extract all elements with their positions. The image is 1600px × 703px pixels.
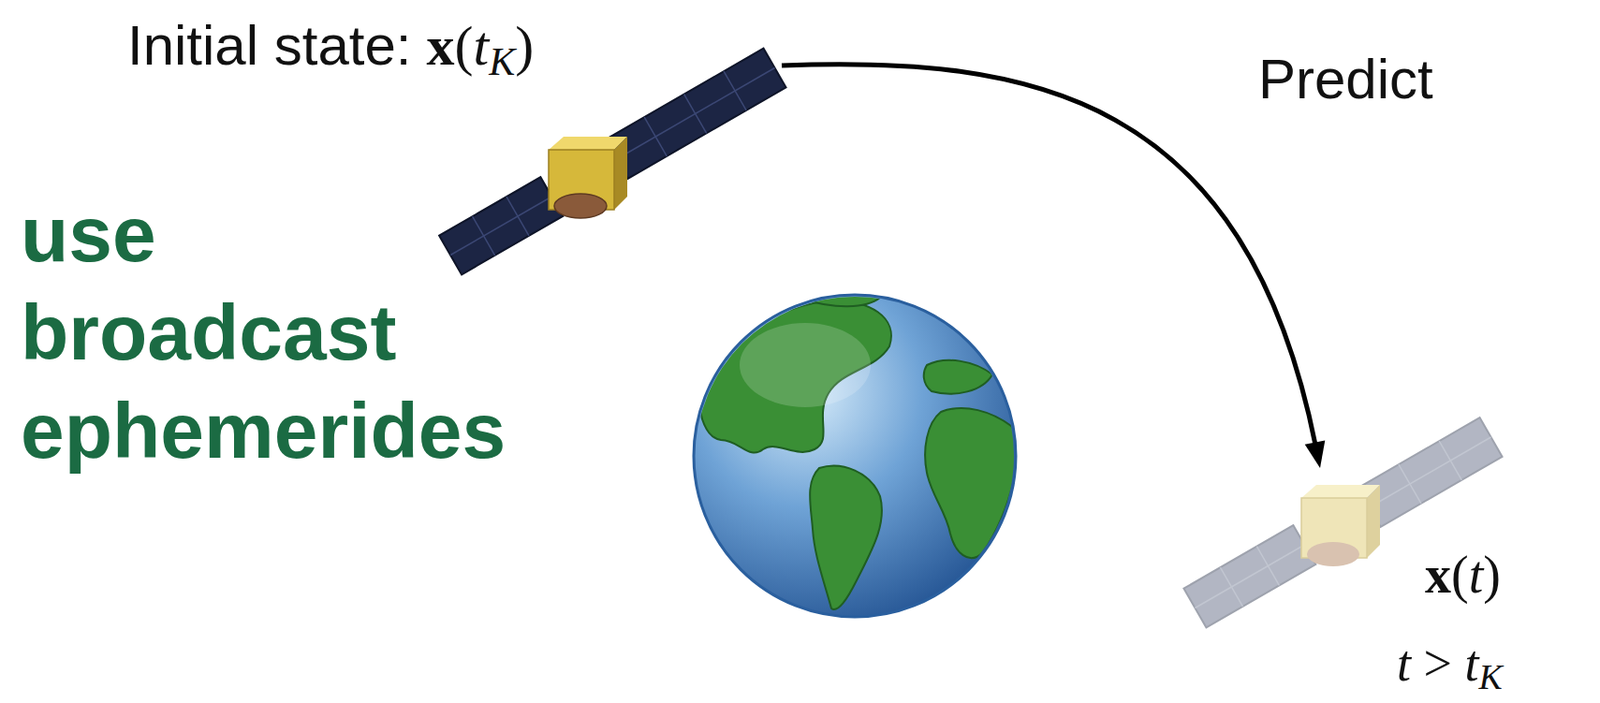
state-formula: x(t) <box>1424 544 1501 605</box>
arrow-curve <box>781 64 1316 447</box>
state-formula: x(tK) <box>426 14 535 85</box>
heading-row: Initial state:x(tK) <box>127 13 534 85</box>
satellite-predicted <box>1183 417 1502 628</box>
arrow-head <box>1305 440 1326 469</box>
edge-label: Predict <box>1254 46 1438 112</box>
predicted-state-node: x(t) t > tK <box>1188 468 1594 701</box>
note-label: use broadcast ephemerides <box>20 185 531 481</box>
state-heading: Initial state: <box>127 13 412 78</box>
earth-globe <box>693 288 1021 617</box>
state-formula: t > tK <box>1396 634 1503 699</box>
initial-state-node: Initial state:x(tK) <box>121 13 782 270</box>
predict-arrow <box>781 64 1325 469</box>
